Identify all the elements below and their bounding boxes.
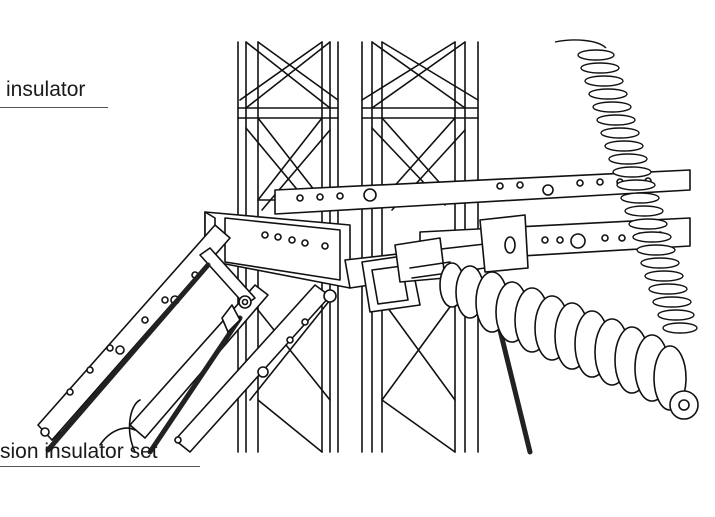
insulator-label: insulator [6,78,86,101]
tower-bracing [239,41,479,453]
hooks [99,304,241,453]
suspension-insulator [554,39,698,334]
tension-insulator [439,262,699,420]
suspension-insulator-set-label: sion insulator set [0,440,158,463]
center-clamp [361,188,456,313]
insulator-label-underline [0,107,108,108]
suspension-insulator-set-label-underline [0,466,200,467]
cables [45,262,533,455]
